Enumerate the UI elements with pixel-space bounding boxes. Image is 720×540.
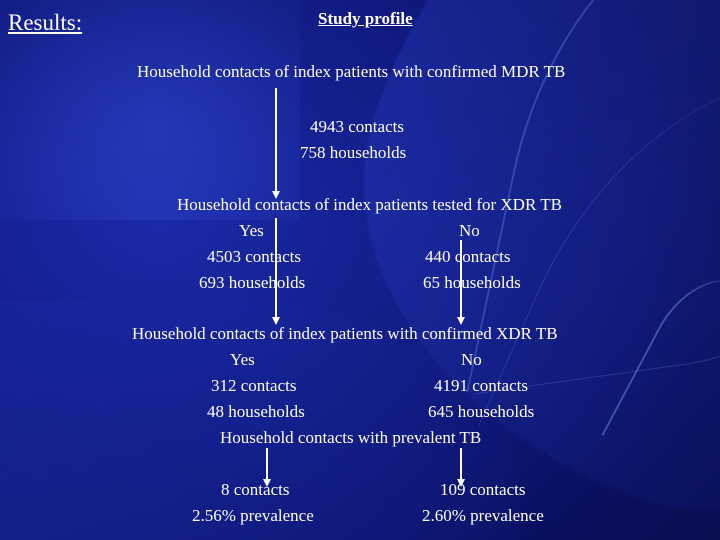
tested-yes-contacts: 4503 contacts bbox=[207, 247, 301, 266]
prevalent-right-prevalence: 2.60% prevalence bbox=[422, 506, 544, 525]
prevalent-right-contacts: 109 contacts bbox=[440, 480, 526, 499]
confirmed-yes-households: 48 households bbox=[207, 402, 305, 421]
root-households: 758 households bbox=[300, 143, 407, 162]
slide-title: Study profile bbox=[318, 9, 413, 28]
prevalent-node-label: Household contacts with prevalent TB bbox=[220, 428, 482, 447]
root-contacts: 4943 contacts bbox=[310, 117, 404, 136]
confirmed-no-households: 645 households bbox=[428, 402, 535, 421]
arrow-tested-yes-to-confirmed bbox=[275, 218, 277, 318]
background-arc-decoration-3 bbox=[601, 258, 720, 502]
tested-yes-branch: Yes bbox=[239, 221, 264, 240]
root-node-label: Household contacts of index patients wit… bbox=[137, 62, 566, 81]
tested-yes-households: 693 households bbox=[199, 273, 306, 292]
confirmed-node-label: Household contacts of index patients wit… bbox=[132, 324, 558, 343]
tested-no-contacts: 440 contacts bbox=[425, 247, 511, 266]
confirmed-no-contacts: 4191 contacts bbox=[434, 376, 528, 395]
arrow-confirmed-yes-to-prevalent bbox=[266, 448, 268, 480]
tested-node-label: Household contacts of index patients tes… bbox=[177, 195, 562, 214]
confirmed-yes-branch: Yes bbox=[230, 350, 255, 369]
prevalent-left-contacts: 8 contacts bbox=[221, 480, 290, 499]
arrow-tested-no-down bbox=[460, 240, 462, 318]
prevalent-left-prevalence: 2.56% prevalence bbox=[192, 506, 314, 525]
arrow-confirmed-no-to-prevalent bbox=[460, 448, 462, 480]
confirmed-yes-contacts: 312 contacts bbox=[211, 376, 297, 395]
results-label: Results: bbox=[8, 10, 83, 35]
tested-no-households: 65 households bbox=[423, 273, 521, 292]
arrow-root-to-tested bbox=[275, 88, 277, 192]
tested-no-branch: No bbox=[459, 221, 480, 240]
confirmed-no-branch: No bbox=[461, 350, 482, 369]
